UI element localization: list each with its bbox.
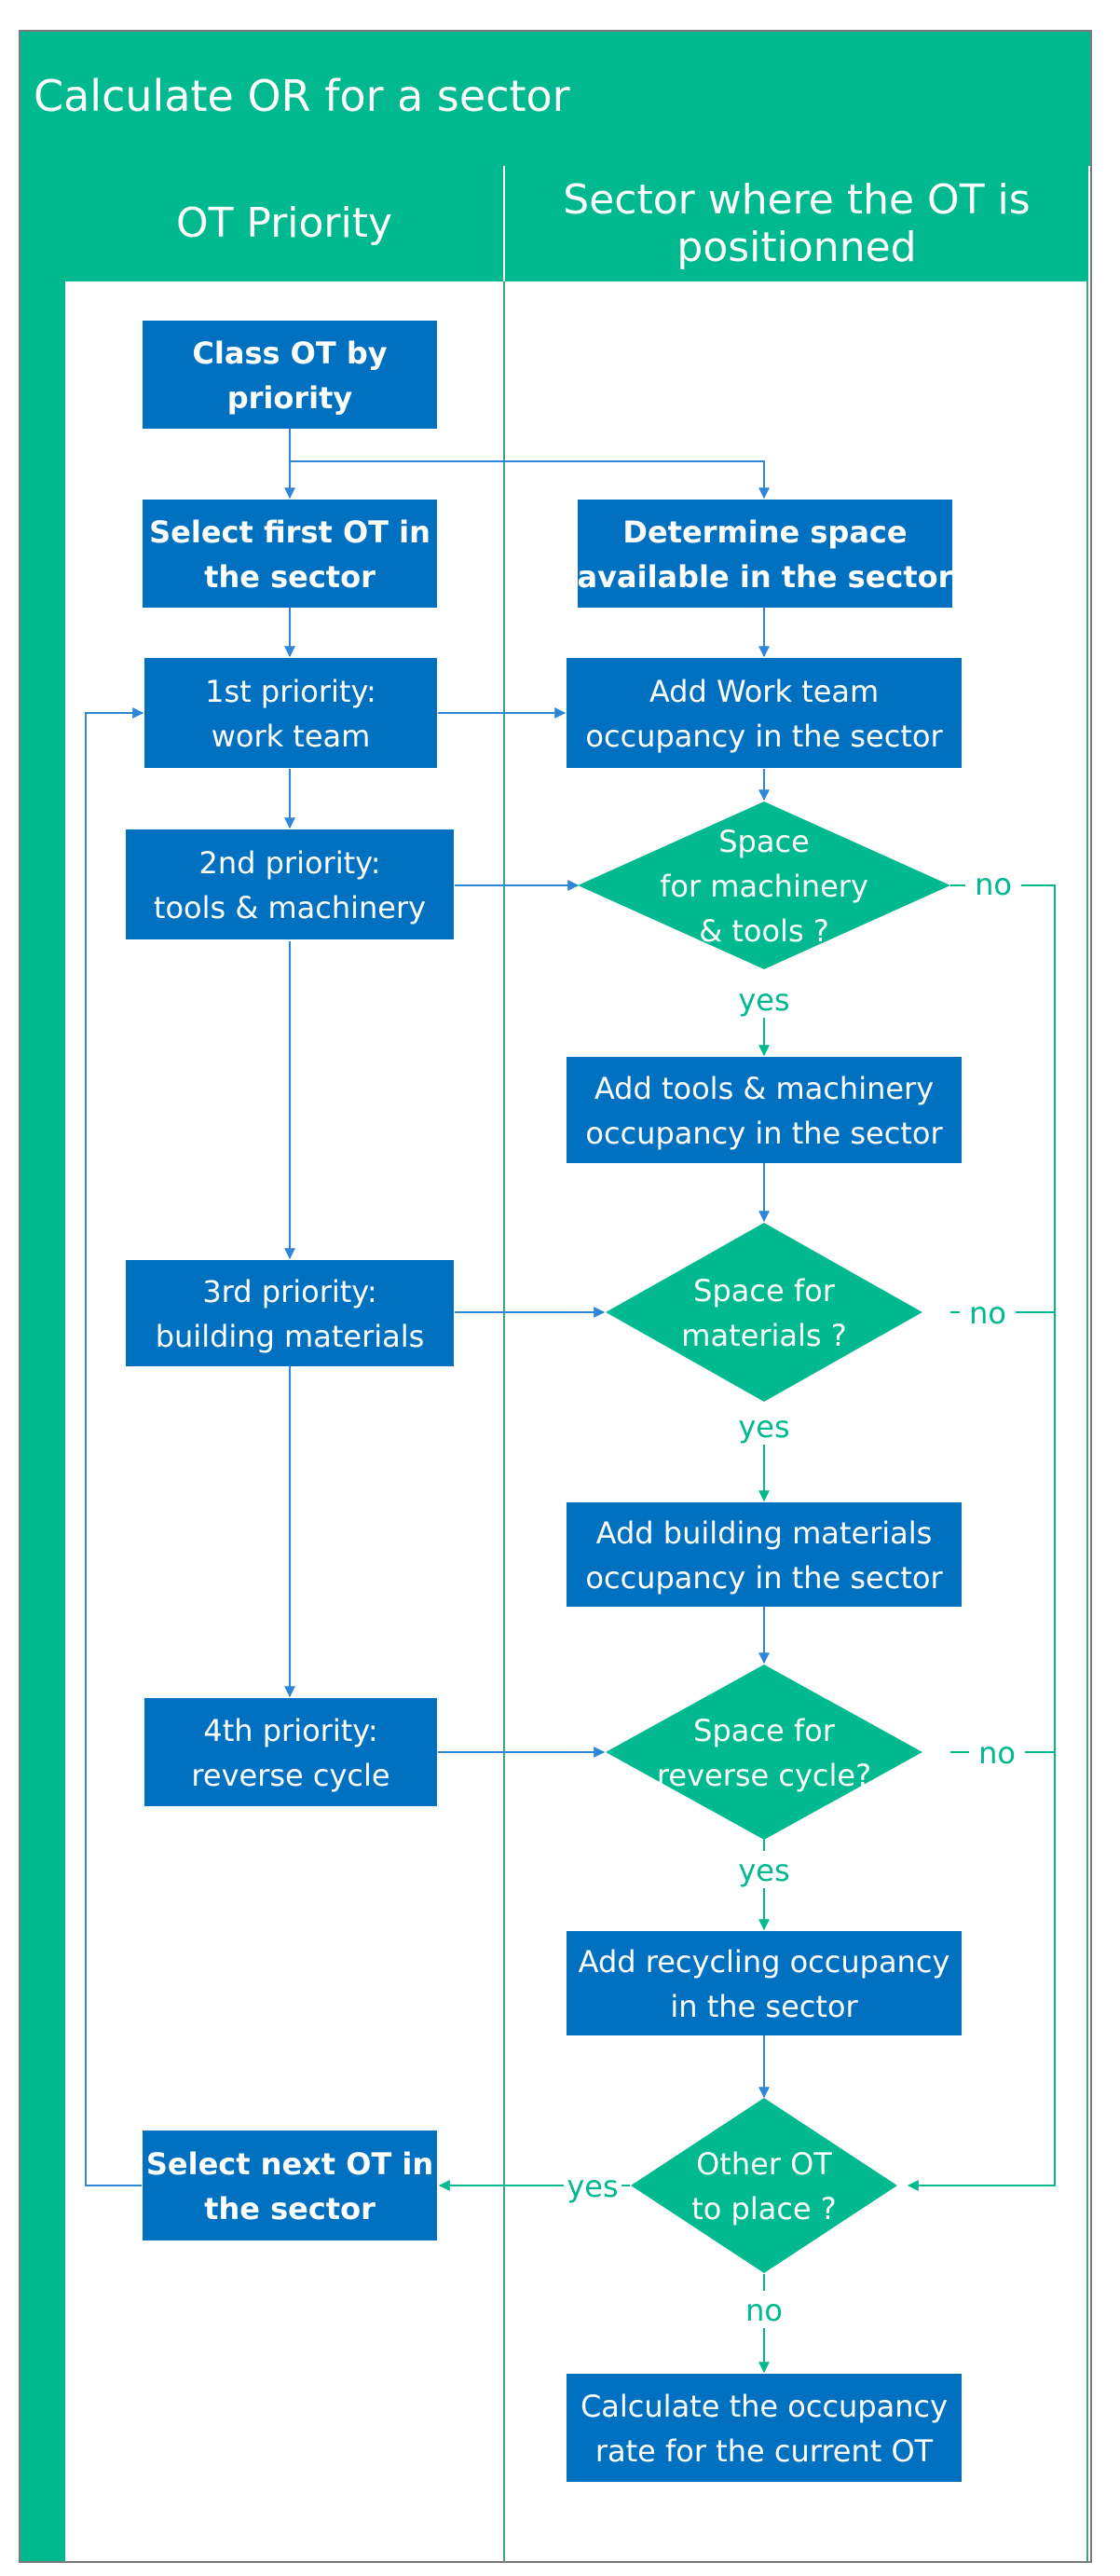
process-box bbox=[144, 658, 437, 768]
decision-diamond bbox=[631, 2098, 897, 2273]
node-dec-materials: Space for materials ? bbox=[606, 1223, 922, 1402]
node-text-line: 2nd priority: bbox=[198, 845, 380, 881]
node-text-line: occupancy in the sector bbox=[585, 1560, 943, 1596]
label-bg bbox=[740, 1851, 788, 1888]
node-text-line: 1st priority: bbox=[205, 674, 376, 709]
node-p3: 3rd priority: building materials bbox=[126, 1260, 454, 1366]
node-text-line: Calculate the occupancy bbox=[580, 2389, 948, 2424]
label-yes-reverse: yes bbox=[738, 1853, 789, 1888]
node-text-line: Select first OT in bbox=[149, 514, 430, 550]
node-determine-space: Determine space available in the sector bbox=[578, 500, 953, 608]
label-no-reverse: no bbox=[978, 1735, 1016, 1771]
process-box bbox=[143, 500, 437, 608]
node-p4: 4th priority: reverse cycle bbox=[144, 1698, 437, 1806]
node-text-line: Add tools & machinery bbox=[594, 1071, 934, 1106]
node-text-line: for machinery bbox=[660, 869, 868, 904]
node-class-ot: Class OT by priority bbox=[143, 321, 437, 429]
node-text-line: the sector bbox=[204, 559, 376, 595]
node-text-line: in the sector bbox=[670, 1989, 858, 2024]
node-text-line: Class OT by bbox=[192, 336, 387, 371]
node-text-line: work team bbox=[212, 719, 371, 754]
node-add-materials: Add building materials occupancy in the s… bbox=[567, 1502, 962, 1607]
node-select-first: Select first OT in the sector bbox=[143, 500, 437, 608]
label-yes-other: yes bbox=[567, 2169, 618, 2204]
node-add-work-team: Add Work team occupancy in the sector bbox=[567, 658, 962, 768]
lane-header-label: Sector where the OT is positionned bbox=[563, 175, 1031, 271]
node-text-line: Space for bbox=[693, 1273, 836, 1309]
lane-header-sector: Sector where the OT is positionned bbox=[505, 166, 1088, 281]
node-text-line: Add recycling occupancy bbox=[579, 1944, 950, 1980]
label-bg bbox=[740, 980, 788, 1018]
title-bar: Calculate OR for a sector bbox=[20, 32, 1090, 166]
node-dec-reverse: Space for reverse cycle? bbox=[606, 1665, 922, 1840]
node-text-line: tools & machinery bbox=[154, 890, 426, 925]
process-box bbox=[143, 2131, 437, 2240]
node-text-line: available in the sector bbox=[578, 559, 953, 595]
node-text-line: rate for the current OT bbox=[595, 2433, 934, 2469]
diagram-title: Calculate OR for a sector bbox=[34, 71, 570, 121]
node-text-line: Select next OT in bbox=[146, 2146, 433, 2182]
process-box bbox=[143, 321, 437, 429]
label-no-materials: no bbox=[969, 1295, 1006, 1331]
node-text-line: building materials bbox=[156, 1319, 425, 1354]
process-box bbox=[578, 500, 952, 608]
label-bg bbox=[960, 1294, 1016, 1331]
decision-diamond bbox=[606, 1223, 922, 1402]
label-bg bbox=[740, 1407, 788, 1445]
node-text-line: & tools ? bbox=[699, 913, 829, 949]
edge-labels: no yes no yes no yes yes no bbox=[564, 865, 1025, 2328]
node-text-line: occupancy in the sector bbox=[585, 719, 943, 754]
node-select-next: Select next OT in the sector bbox=[143, 2131, 437, 2240]
node-text-line: Add Work team bbox=[649, 674, 879, 709]
node-p2: 2nd priority: tools & machinery bbox=[126, 829, 454, 939]
node-text-line: 3rd priority: bbox=[202, 1274, 376, 1309]
node-text-line: Add building materials bbox=[596, 1515, 933, 1551]
node-text-line: Other OT bbox=[696, 2146, 832, 2182]
process-box bbox=[567, 1057, 962, 1163]
node-text-line: to place ? bbox=[691, 2191, 837, 2227]
decision-diamond bbox=[606, 1665, 922, 1840]
lane-divider bbox=[503, 281, 505, 2561]
process-box bbox=[126, 829, 454, 939]
label-yes-materials: yes bbox=[738, 1409, 789, 1445]
node-dec-machinery: Space for machinery & tools ? bbox=[578, 802, 950, 969]
process-box bbox=[567, 1931, 962, 2035]
node-text-line: Space for bbox=[693, 1713, 836, 1748]
left-strip bbox=[20, 166, 65, 2561]
process-box bbox=[126, 1260, 454, 1366]
node-text-line: Determine space bbox=[622, 514, 907, 550]
label-no-other: no bbox=[745, 2293, 783, 2328]
node-text-line: the sector bbox=[204, 2191, 376, 2227]
label-bg bbox=[969, 1733, 1025, 1771]
process-box bbox=[567, 658, 962, 768]
label-no-machinery: no bbox=[975, 867, 1012, 902]
process-box bbox=[144, 1698, 437, 1806]
edge-select-next-loop-to-p1 bbox=[85, 707, 144, 2186]
lane-header-ot-priority: OT Priority bbox=[65, 166, 505, 281]
label-bg bbox=[564, 2167, 621, 2204]
decision-diamond bbox=[578, 802, 950, 969]
label-yes-machinery: yes bbox=[738, 982, 789, 1018]
process-box bbox=[567, 2374, 962, 2482]
edge-class-to-determine-space bbox=[290, 460, 770, 500]
node-text-line: Space bbox=[718, 824, 810, 859]
node-text-line: priority bbox=[227, 380, 353, 416]
label-bg bbox=[742, 2291, 786, 2328]
lane-right-border bbox=[1086, 281, 1088, 2561]
node-text-line: 4th priority: bbox=[203, 1713, 377, 1748]
label-bg bbox=[965, 865, 1021, 902]
node-text-line: occupancy in the sector bbox=[585, 1116, 943, 1151]
node-text-line: materials ? bbox=[681, 1318, 846, 1353]
node-dec-other: Other OT to place ? bbox=[631, 2098, 897, 2273]
node-text-line: reverse cycle? bbox=[657, 1758, 871, 1793]
node-add-recycling: Add recycling occupancy in the sector bbox=[567, 1931, 962, 2035]
node-add-tools: Add tools & machinery occupancy in the se… bbox=[567, 1057, 962, 1163]
process-box bbox=[567, 1502, 962, 1607]
node-text-line: reverse cycle bbox=[191, 1758, 389, 1793]
node-p1: 1st priority: work team bbox=[144, 658, 437, 768]
node-calc-rate: Calculate the occupancy rate for the curr… bbox=[567, 2374, 962, 2482]
lane-header-label: OT Priority bbox=[175, 199, 393, 248]
